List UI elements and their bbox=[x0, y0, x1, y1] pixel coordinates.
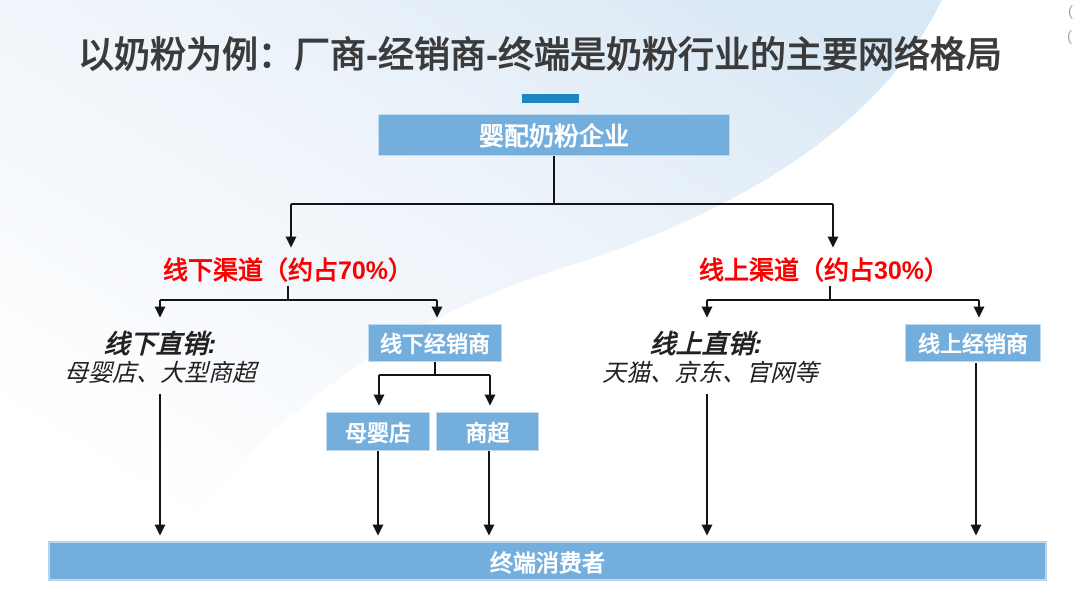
label-offline-direct-items: 母婴店、大型商超 bbox=[64, 360, 256, 387]
node-baby-store: 母婴店 bbox=[326, 412, 430, 451]
label-online-channel: 线上渠道（约占30%） bbox=[698, 257, 950, 285]
node-online-distributor: 线上经销商 bbox=[905, 324, 1041, 362]
node-formula-enterprise: 婴配奶粉企业 bbox=[378, 114, 730, 156]
label-offline-channel: 线下渠道（约占70%） bbox=[162, 257, 414, 285]
title-underline-dash bbox=[522, 94, 579, 103]
label-online-direct-title: 线上直销: bbox=[649, 329, 763, 359]
watermark-fragment: ( bbox=[1068, 3, 1073, 20]
node-supermarket: 商超 bbox=[436, 412, 539, 451]
node-terminal-consumer-bar: 终端消费者 bbox=[48, 541, 1047, 581]
label-online-direct-items: 天猫、京东、官网等 bbox=[602, 360, 818, 387]
label-offline-direct-title: 线下直销: bbox=[103, 329, 217, 359]
page-title: 以奶粉为例：厂商-经销商-终端是奶粉行业的主要网络格局 bbox=[78, 34, 1002, 75]
node-offline-distributor: 线下经销商 bbox=[368, 324, 502, 362]
watermark-fragment: ( bbox=[1067, 28, 1072, 45]
